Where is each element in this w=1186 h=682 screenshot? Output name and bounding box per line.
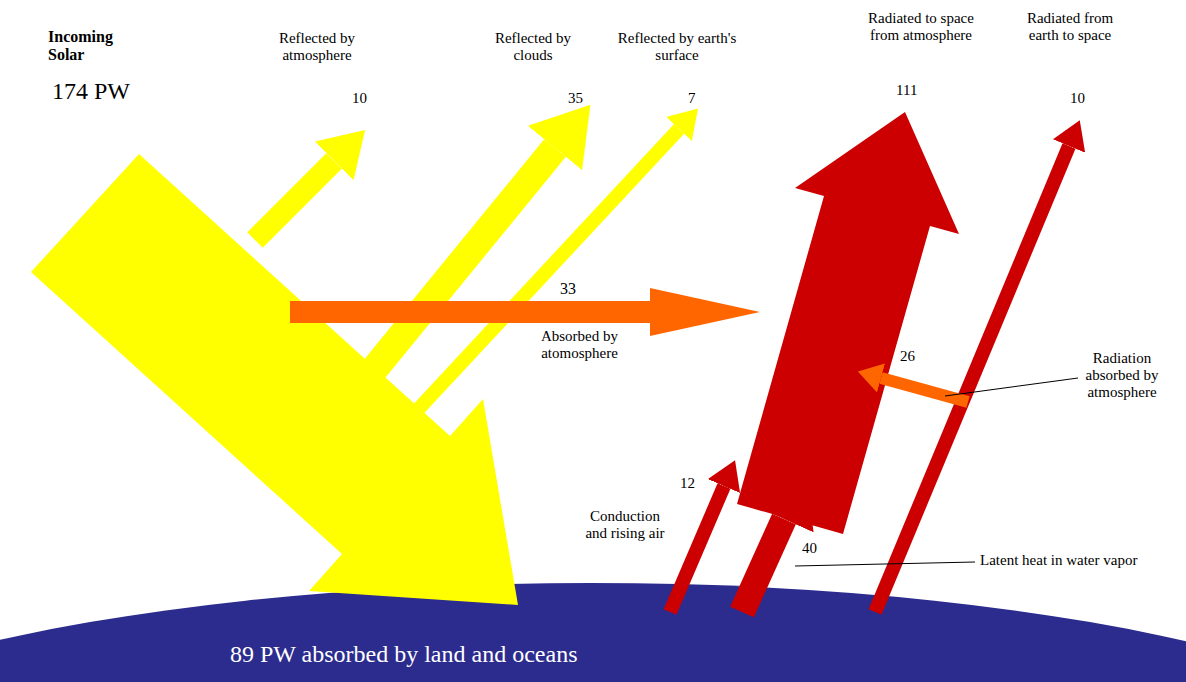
flow-value: 26: [900, 348, 930, 365]
heading: Incoming Solar: [48, 28, 148, 64]
flow-value: 35: [568, 90, 598, 107]
flow-label: Latent heat in water vapor: [980, 552, 1180, 569]
radiation-absorbed-arrow: [881, 378, 968, 402]
flow-label: Reflected by earth's surface: [612, 30, 742, 64]
flow-value: 111: [896, 82, 936, 99]
reflected-surface-arrow: [385, 129, 679, 445]
reflected-atmosphere-arrow: [255, 161, 334, 240]
earth-shape: [0, 583, 1186, 682]
flow-value: 40: [802, 540, 832, 557]
flow-label: Reflected by atmosphere: [262, 30, 372, 64]
flow-label: Radiated from earth to space: [1024, 10, 1116, 44]
flow-label: Absorbed by atomosphere: [522, 328, 637, 362]
flow-value: 33: [560, 280, 590, 298]
leader-line: [945, 378, 1078, 396]
radiated-atmosphere-arrow: [737, 112, 959, 534]
flow-value: 12: [680, 475, 710, 492]
radiated-earth-arrow: [875, 146, 1069, 612]
flow-value: 10: [352, 90, 382, 107]
flow-value: 7: [688, 90, 718, 107]
flow-label: Radiation absorbed by atmosphere: [1080, 350, 1164, 400]
flow-label: Conduction and rising air: [582, 508, 668, 542]
absorbed-atmosphere-arrow: [290, 288, 760, 336]
leader-line: [795, 562, 975, 566]
flow-value: 10: [1070, 90, 1100, 107]
flow-label: Reflected by clouds: [488, 30, 578, 64]
flow-label: Radiated to space from atmosphere: [866, 10, 976, 44]
total-value: 174 PW: [52, 78, 172, 105]
earth-ellipse: 89 PW absorbed by land and oceans: [0, 583, 1186, 682]
earth-label: 89 PW absorbed by land and oceans: [230, 641, 577, 668]
